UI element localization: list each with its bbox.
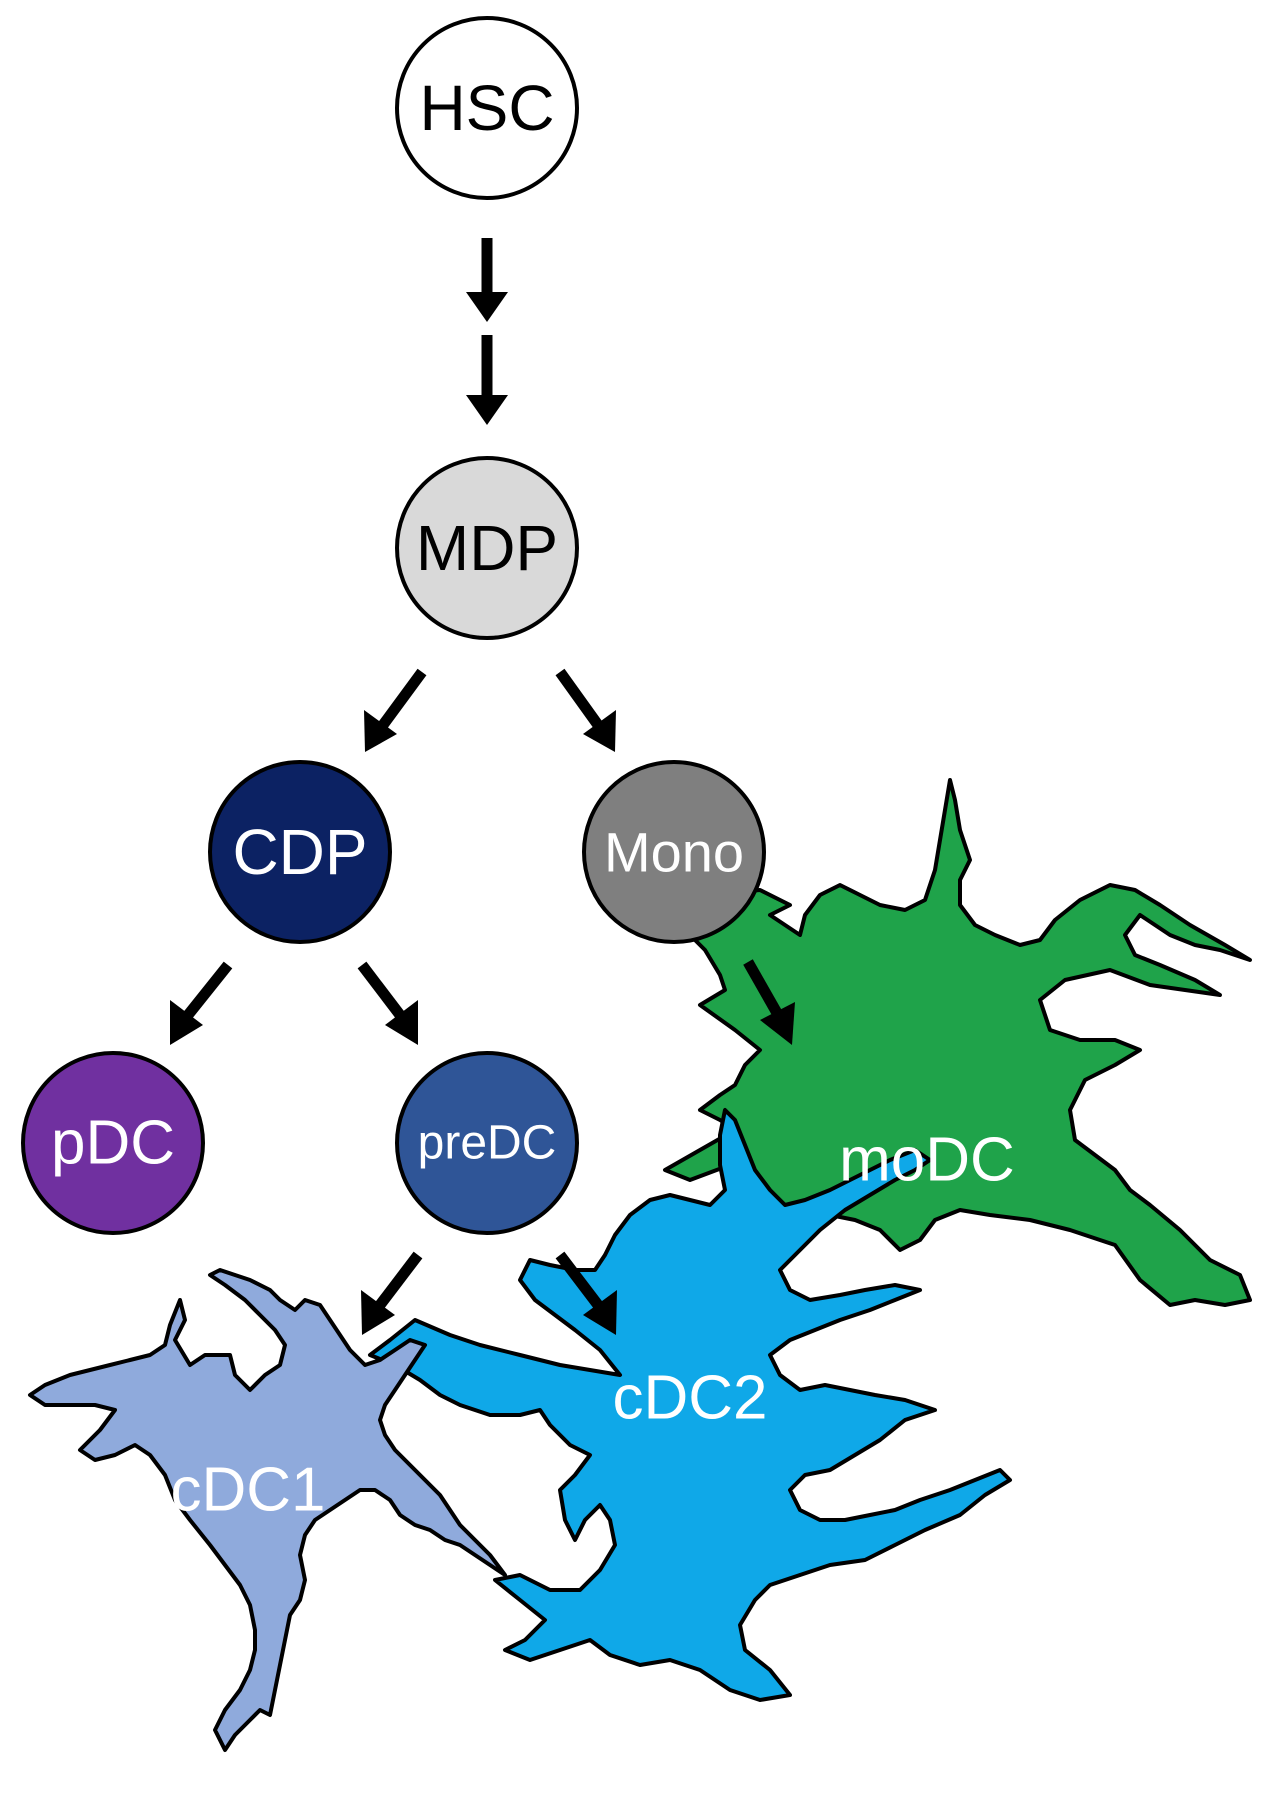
cdp-circle — [208, 760, 392, 944]
cdp-label: CDP — [232, 816, 367, 888]
modc-label: moDC — [839, 1126, 1015, 1195]
arrow-cdp-to-pdc — [170, 961, 233, 1045]
predc-label: preDC — [418, 1117, 557, 1170]
cdc1-cell-shape — [28, 1268, 507, 1752]
cdc2-label: cDC2 — [612, 1364, 767, 1433]
mdp-circle — [395, 456, 579, 640]
arrow-cdp-to-predc — [357, 961, 418, 1045]
arrow-hsc-down-2 — [466, 335, 508, 425]
predc-circle — [395, 1051, 579, 1235]
arrow-mono-to-modc — [743, 959, 795, 1045]
hsc-circle — [395, 16, 579, 200]
cdc1-label: cDC1 — [170, 1456, 325, 1525]
mono-label: Mono — [604, 821, 744, 884]
modc-cell-shape — [663, 778, 1252, 1307]
mono-circle — [582, 760, 766, 944]
pdc-circle — [21, 1051, 205, 1235]
node-mono: Mono — [582, 760, 766, 944]
mdp-label: MDP — [416, 512, 558, 584]
arrow-predc-to-cdc1 — [361, 1251, 423, 1335]
cdc2-cell-shape — [368, 1108, 1012, 1702]
arrow-mdp-to-cdp — [364, 668, 427, 752]
arrow-predc-to-cdc2 — [555, 1251, 617, 1335]
hsc-label: HSC — [419, 72, 554, 144]
pdc-label: pDC — [51, 1109, 175, 1178]
arrow-hsc-down-1 — [466, 238, 508, 322]
node-pdc: pDC — [21, 1051, 205, 1235]
node-cdp: CDP — [208, 760, 392, 944]
node-hsc: HSC — [395, 16, 579, 200]
node-mdp: MDP — [395, 456, 579, 640]
arrow-mdp-to-mono — [555, 668, 616, 752]
node-predc: preDC — [395, 1051, 579, 1235]
